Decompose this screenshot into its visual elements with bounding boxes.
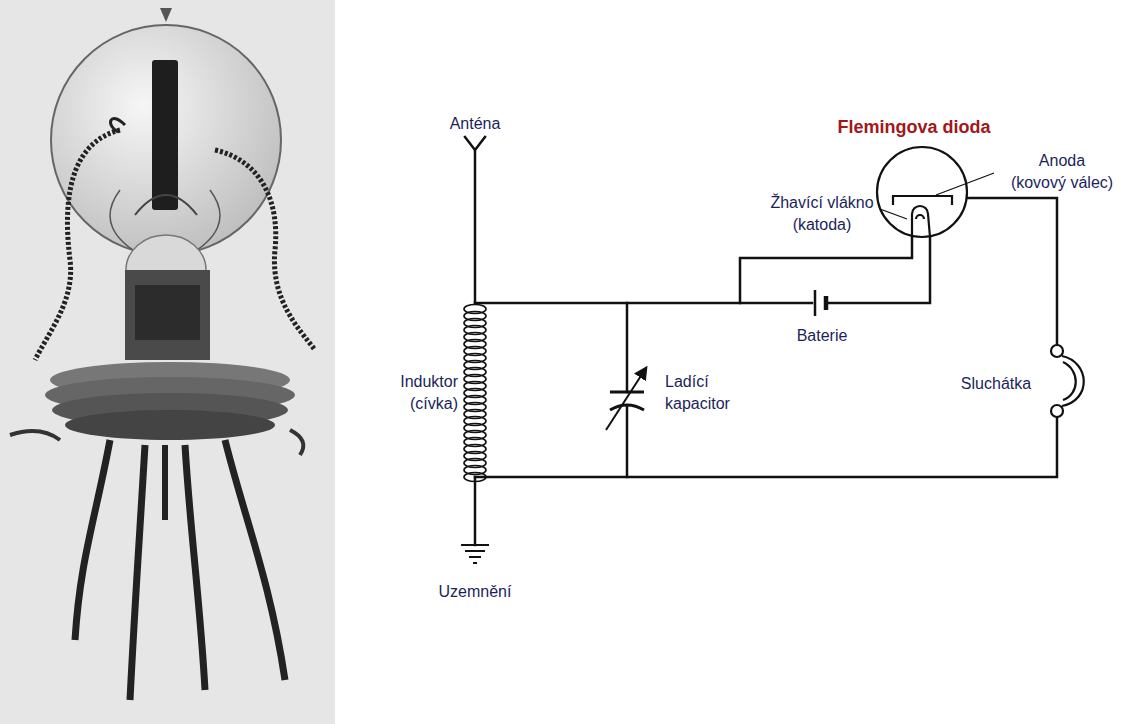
valve-photo	[160, 8, 172, 22]
headphones-symbol	[1063, 362, 1076, 400]
leader-line	[880, 173, 994, 219]
valve-photo	[0, 0, 335, 724]
battery-symbol	[814, 290, 817, 316]
valve-photo	[290, 430, 303, 455]
valve-photo	[135, 285, 200, 340]
circuit-wires	[474, 477, 477, 545]
ground-symbol	[461, 545, 489, 563]
valve-photo	[10, 431, 60, 440]
valve-photo	[215, 150, 315, 350]
part-label: Žhavící vlákno (katoda)	[768, 192, 876, 236]
leader-line	[880, 209, 907, 219]
valve-photo	[51, 25, 281, 255]
circuit-wires	[626, 406, 629, 477]
circuit-wires	[952, 198, 1057, 345]
part-label: Anténa	[430, 113, 520, 135]
capacitor-symbol	[606, 368, 646, 430]
ground-symbol	[469, 556, 481, 558]
headphones-symbol	[1051, 405, 1063, 417]
ground-symbol	[461, 544, 489, 546]
circuit-wires	[465, 137, 1057, 545]
valve-photo	[152, 60, 178, 210]
circuit-wires	[465, 137, 485, 150]
capacitor-symbol	[610, 391, 644, 394]
valve-photo	[65, 410, 275, 440]
valve-photo	[125, 270, 210, 360]
diode-symbol	[877, 147, 967, 237]
inductor-symbol	[464, 305, 486, 482]
ground-symbol	[473, 562, 477, 564]
valve-photo	[130, 445, 145, 700]
headphones-symbol	[1062, 356, 1084, 406]
headphones-symbol	[1051, 345, 1063, 357]
valve-photo	[225, 440, 285, 680]
valve-photo	[135, 195, 197, 215]
circuit-wires	[474, 150, 477, 303]
leader-line	[936, 173, 994, 195]
diode-symbol	[912, 206, 930, 237]
valve-photo	[111, 119, 125, 132]
circuit-wires	[740, 237, 912, 303]
circuit-wires	[475, 302, 812, 305]
part-label: Uzemnění	[425, 581, 525, 603]
capacitor-symbol	[606, 368, 646, 430]
valve-photo	[0, 0, 335, 724]
component-title: Flemingova dioda	[806, 116, 1022, 138]
part-label: Ladící kapacitor	[665, 371, 747, 415]
circuit-wires	[626, 303, 629, 392]
coil-loop	[464, 473, 486, 482]
battery-symbol	[824, 296, 829, 310]
ground-symbol	[465, 550, 485, 552]
valve-photo	[75, 440, 110, 640]
capacitor-symbol	[610, 405, 644, 410]
circuit-wires	[475, 417, 1057, 477]
part-label: Sluchátka	[950, 373, 1042, 395]
headphones-symbol	[1051, 345, 1084, 417]
part-label: Induktor (cívka)	[380, 371, 458, 415]
part-label: Baterie	[777, 325, 867, 347]
circuit-wires	[829, 237, 930, 303]
battery-symbol	[815, 290, 826, 316]
diode-symbol	[916, 215, 924, 219]
diode-symbol	[877, 147, 967, 237]
diode-symbol	[893, 196, 952, 205]
valve-photo	[162, 445, 168, 520]
valve-photo	[35, 130, 120, 360]
part-label: Anoda (kovový válec)	[1000, 150, 1124, 194]
valve-photo	[185, 445, 205, 690]
